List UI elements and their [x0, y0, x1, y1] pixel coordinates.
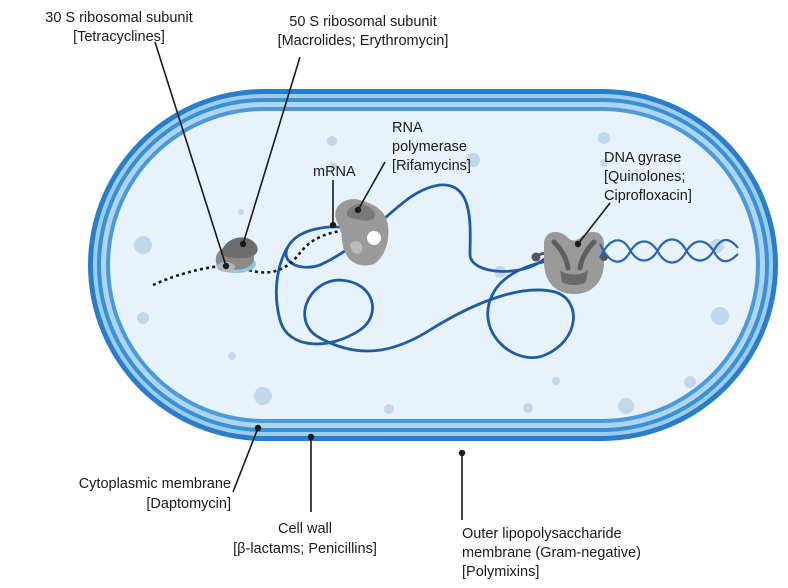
- svg-text:Cell wall: Cell wall: [278, 521, 332, 537]
- cytoplasmic-particles: [134, 132, 729, 414]
- svg-text:30 S ribosomal subunit: 30 S ribosomal subunit: [45, 10, 193, 26]
- mrna-strand: [152, 228, 345, 287]
- svg-text:[β-lactams; Penicillins]: [β-lactams; Penicillins]: [233, 541, 377, 557]
- svg-text:polymerase: polymerase: [392, 139, 467, 155]
- dna-helix-icon: [598, 238, 739, 264]
- svg-text:membrane (Gram-negative): membrane (Gram-negative): [462, 545, 641, 561]
- svg-text:Ciprofloxacin]: Ciprofloxacin]: [604, 188, 692, 204]
- label-mrna: mRNA: [313, 164, 356, 180]
- svg-text:DNA gyrase: DNA gyrase: [604, 150, 681, 166]
- chromosomal-dna: [274, 183, 575, 359]
- label-cell-wall: Cell wall [β-lactams; Penicillins]: [233, 521, 377, 557]
- svg-text:50 S ribosomal subunit: 50 S ribosomal subunit: [289, 14, 437, 30]
- rna-polymerase-icon: [335, 199, 389, 266]
- svg-text:Outer lipopolysaccharide: Outer lipopolysaccharide: [462, 526, 622, 542]
- cytoplasm: [110, 111, 756, 419]
- svg-text:[Quinolones;: [Quinolones;: [604, 169, 685, 185]
- label-50s-ribosomal-subunit: 50 S ribosomal subunit [Macrolides; Eryt…: [278, 14, 449, 49]
- svg-text:[Tetracyclines]: [Tetracyclines]: [73, 29, 165, 45]
- label-outer-lipopolysaccharide-membrane: Outer lipopolysaccharide membrane (Gram-…: [462, 526, 641, 580]
- svg-text:RNA: RNA: [392, 120, 423, 136]
- svg-text:[Daptomycin]: [Daptomycin]: [146, 496, 231, 512]
- leader-lines: [154, 41, 611, 520]
- label-rna-polymerase: RNA polymerase [Rifamycins]: [392, 120, 471, 174]
- label-cytoplasmic-membrane: Cytoplasmic membrane [Daptomycin]: [79, 476, 231, 512]
- label-dna-gyrase: DNA gyrase [Quinolones; Ciprofloxacin]: [604, 150, 692, 204]
- svg-text:[Macrolides; Erythromycin]: [Macrolides; Erythromycin]: [278, 33, 449, 49]
- dna-gyrase-icon: [531, 231, 608, 294]
- svg-text:mRNA: mRNA: [313, 164, 356, 180]
- svg-text:[Rifamycins]: [Rifamycins]: [392, 158, 471, 174]
- label-30s-ribosomal-subunit: 30 S ribosomal subunit [Tetracyclines]: [45, 10, 193, 45]
- svg-text:[Polymixins]: [Polymixins]: [462, 564, 539, 580]
- svg-text:Cytoplasmic membrane: Cytoplasmic membrane: [79, 476, 231, 492]
